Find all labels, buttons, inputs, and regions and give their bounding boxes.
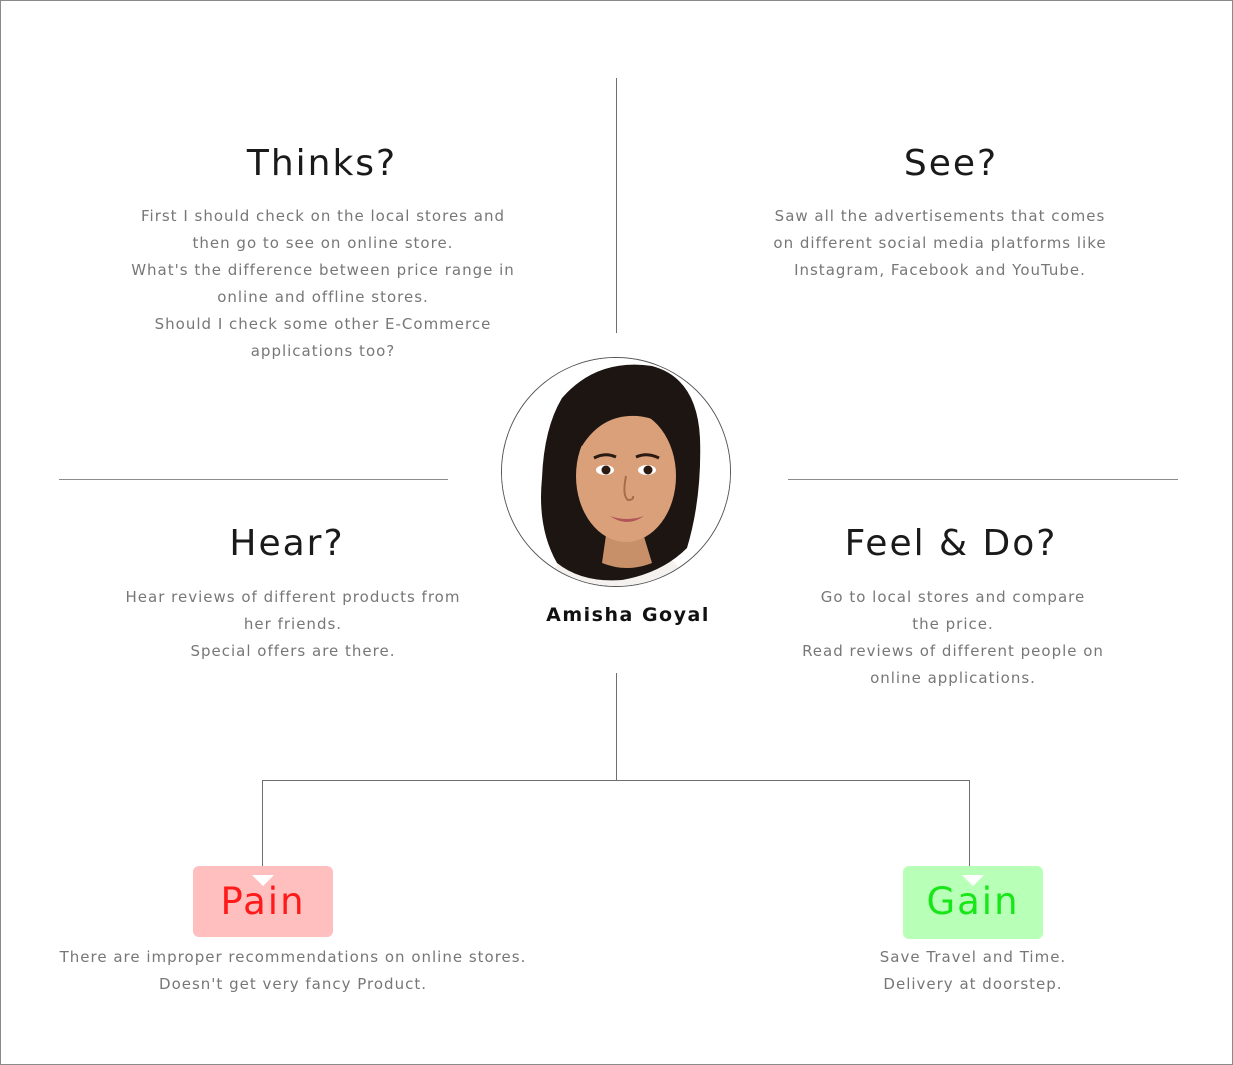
connector-pain (262, 780, 263, 868)
feel-do-line: Go to local stores and compare (820, 588, 1086, 606)
divider-horizontal-right (788, 479, 1178, 480)
connector-trunk (616, 673, 617, 781)
hear-line: her friends. (243, 615, 343, 633)
pointer-triangle-icon (962, 875, 984, 886)
hear-line: Special offers are there. (190, 642, 396, 660)
feel-do-heading: Feel & Do? (844, 523, 1058, 564)
persona-name: Amisha Goyal (546, 604, 710, 626)
pain-label: Pain (220, 880, 306, 923)
person-portrait-icon (502, 358, 730, 586)
thinks-text: First I should check on the local stores… (93, 203, 553, 365)
connector-gain (969, 780, 970, 868)
see-line: Saw all the advertisements that comes (774, 207, 1106, 225)
gain-label: Gain (926, 880, 1020, 923)
divider-vertical-top (616, 78, 617, 333)
connector-branch (262, 780, 970, 781)
hear-text: Hear reviews of different products from … (80, 584, 506, 665)
divider-horizontal-left (59, 479, 448, 480)
see-line: Instagram, Facebook and YouTube. (794, 261, 1086, 279)
pain-line: There are improper recommendations on on… (59, 948, 527, 966)
thinks-heading: Thinks? (246, 143, 398, 184)
gain-text: Save Travel and Time. Delivery at doorst… (823, 944, 1123, 998)
thinks-line: Should I check some other E-Commerce (154, 315, 492, 333)
thinks-line: First I should check on the local stores… (141, 207, 505, 225)
see-text: Saw all the advertisements that comes on… (720, 203, 1160, 284)
feel-do-line: the price. (912, 615, 994, 633)
see-heading: See? (903, 143, 999, 184)
thinks-line: then go to see on online store. (192, 234, 454, 252)
hear-heading: Hear? (229, 523, 345, 564)
pointer-triangle-icon (252, 875, 274, 886)
gain-line: Delivery at doorstep. (883, 975, 1063, 993)
pain-text: There are improper recommendations on on… (33, 944, 553, 998)
gain-line: Save Travel and Time. (879, 948, 1067, 966)
thinks-line: online and offline stores. (217, 288, 429, 306)
pain-badge: Pain (193, 866, 333, 937)
feel-do-text: Go to local stores and compare the price… (750, 584, 1156, 692)
avatar (501, 357, 731, 587)
hear-line: Hear reviews of different products from (125, 588, 461, 606)
thinks-line: applications too? (250, 342, 396, 360)
thinks-line: What's the difference between price rang… (131, 261, 515, 279)
see-line: on different social media platforms like (773, 234, 1107, 252)
feel-do-line: Read reviews of different people on (802, 642, 1104, 660)
feel-do-line: online applications. (870, 669, 1036, 687)
pain-line: Doesn't get very fancy Product. (159, 975, 427, 993)
gain-badge: Gain (903, 866, 1043, 939)
